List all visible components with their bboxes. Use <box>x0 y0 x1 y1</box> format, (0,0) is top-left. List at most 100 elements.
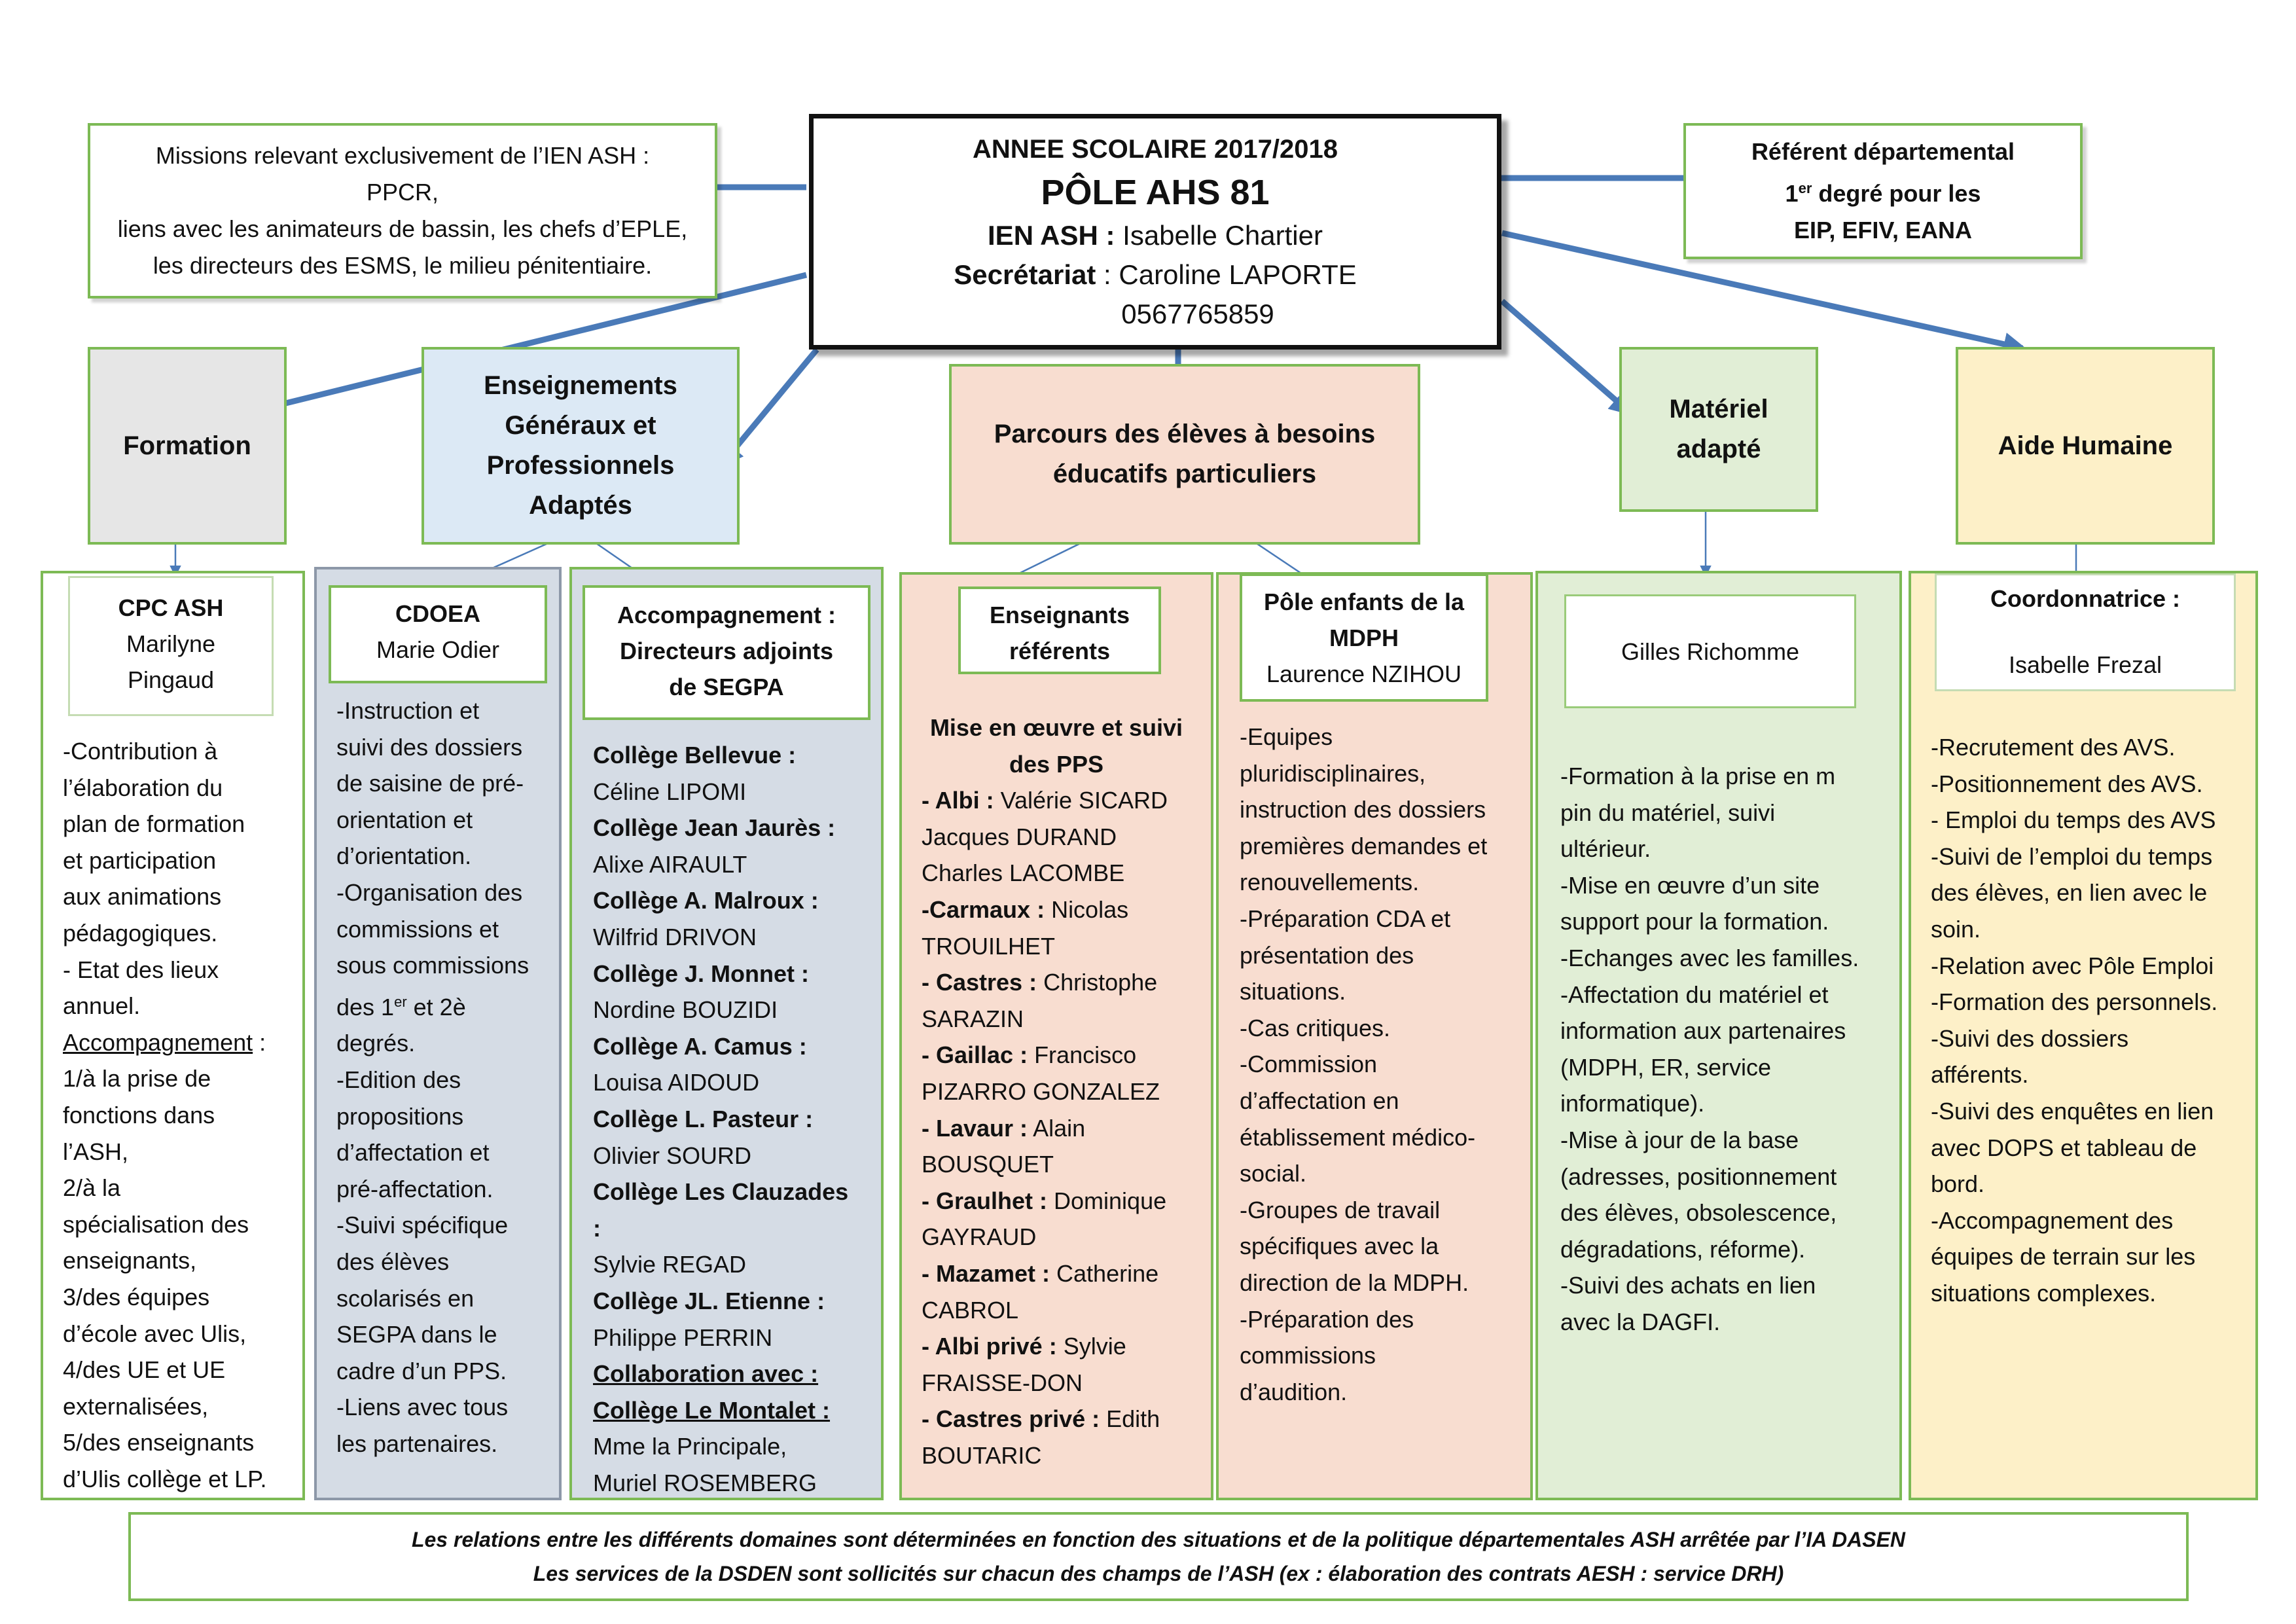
mdph-text-line: commissions <box>1240 1342 1376 1369</box>
referent-line: Référent départemental <box>1751 138 2015 165</box>
cpc-title: CPC ASH <box>118 594 224 621</box>
referent-name: Sylvie <box>1056 1333 1126 1360</box>
referent-row: - Castres : Christophe <box>922 964 1191 1001</box>
referent-row: SARAZIN <box>922 1001 1191 1038</box>
aide-text-line: -Suivi de l’emploi du temps <box>1931 842 2213 870</box>
segpa-person: Sylvie REGAD <box>593 1251 747 1278</box>
cpc-person: Marilyne <box>126 630 216 657</box>
mdph-text-line: social. <box>1240 1160 1307 1187</box>
cdoea-text-line: cadre d’un PPS. <box>336 1357 507 1384</box>
mdph-header: Pôle enfants de la MDPH Laurence NZIHOU <box>1240 573 1488 702</box>
cdoea-degree-post: et 2è <box>406 993 466 1020</box>
referents-intro: des PPS <box>1009 750 1104 778</box>
cpc-header: CPC ASH Marilyne Pingaud <box>68 576 274 716</box>
referent-name: Dominique <box>1047 1187 1167 1214</box>
referent-row: Jacques DURAND <box>922 819 1191 856</box>
referent-row: - Albi privé : Sylvie <box>922 1328 1191 1365</box>
referent-box: Référent départemental 1er degré pour le… <box>1683 123 2083 259</box>
segpa-person: Wilfrid DRIVON <box>593 923 757 950</box>
missions-line: PPCR, <box>366 179 439 206</box>
cpc-text-line: 4/des UE et UE <box>63 1356 226 1384</box>
referent-row: FRAISSE-DON <box>922 1365 1191 1401</box>
materiel-text-line: (adresses, positionnement <box>1560 1163 1837 1190</box>
cpc-text-line: 1/à la prise de <box>63 1065 211 1092</box>
cdoea-text-line: propositions <box>336 1102 464 1130</box>
referent-name: TROUILHET <box>922 932 1056 960</box>
arrow-to-aide <box>1501 230 2028 356</box>
column-mdph: -Equipes pluridisciplinaires, instructio… <box>1216 572 1533 1500</box>
referent-area: - Albi : <box>922 787 994 814</box>
phone: 0567765859 <box>1121 298 1274 329</box>
aide-text-line: - Emploi du temps des AVS <box>1931 806 2216 834</box>
cpc-person: Pingaud <box>127 666 215 693</box>
ien-line: IEN ASH : Isabelle Chartier <box>988 216 1323 255</box>
missions-line: Missions relevant exclusivement de l’IEN… <box>155 142 650 169</box>
referent-row: -Carmaux : Nicolas <box>922 892 1191 928</box>
aide-text-line: afférents. <box>1931 1061 2029 1089</box>
cdoea-text-line: degrés. <box>336 1030 416 1057</box>
cpc-accompagnement-colon: : <box>253 1028 266 1056</box>
cdoea-text-line: de saisine de pré- <box>336 770 524 797</box>
pole-title-box: ANNEE SCOLAIRE 2017/2018 PÔLE AHS 81 IEN… <box>809 114 1501 350</box>
cdoea-text-line: suivi des dossiers <box>336 733 523 761</box>
referent-name: GAYRAUD <box>922 1223 1037 1251</box>
aide-text-line: avec DOPS et tableau de <box>1931 1134 2197 1161</box>
category-aide-label: Aide Humaine <box>1998 431 2173 460</box>
aide-person: Isabelle Frezal <box>2008 651 2162 678</box>
cpc-text-line: -Contribution à <box>63 738 218 765</box>
column-cdoea: -Instruction et suivi des dossiers de sa… <box>314 567 562 1500</box>
ien-label: IEN ASH : <box>988 220 1115 251</box>
mdph-text-line: d’audition. <box>1240 1378 1348 1405</box>
school-year: ANNEE SCOLAIRE 2017/2018 <box>972 135 1338 164</box>
aide-text-line: équipes de terrain sur les <box>1931 1243 2196 1271</box>
referent-row: CABROL <box>922 1292 1191 1329</box>
referent-row: GAYRAUD <box>922 1219 1191 1255</box>
referent-name: BOUSQUET <box>922 1151 1054 1178</box>
missions-box: Missions relevant exclusivement de l’IEN… <box>88 123 717 298</box>
secretariat-name: : Caroline LAPORTE <box>1096 259 1357 290</box>
referent-name: Francisco <box>1028 1041 1137 1069</box>
cpc-text-line: 3/des équipes <box>63 1283 210 1310</box>
category-materiel: Matériel adapté <box>1619 347 1818 512</box>
materiel-person: Gilles Richomme <box>1621 638 1800 665</box>
segpa-header-line: Directeurs adjoints <box>619 638 834 664</box>
referent-name: Christophe <box>1037 969 1158 996</box>
category-parcours: Parcours des élèves à besoins éducatifs … <box>949 364 1420 545</box>
cdoea-text-line: des élèves <box>336 1248 450 1275</box>
materiel-text-line: information aux partenaires <box>1560 1017 1846 1045</box>
referent-area: - Mazamet : <box>922 1259 1050 1287</box>
mdph-text-line: -Groupes de travail <box>1240 1196 1441 1223</box>
referent-row: - Graulhet : Dominique <box>922 1183 1191 1219</box>
cdoea-text-line: -Suivi spécifique <box>336 1212 509 1239</box>
footer-line: Les relations entre les différents domai… <box>411 1528 1906 1551</box>
mdph-header-line: Pôle enfants de la <box>1263 588 1465 615</box>
referent-area: - Albi privé : <box>922 1333 1057 1360</box>
referent-name: PIZARRO GONZALEZ <box>922 1077 1160 1105</box>
category-aide: Aide Humaine <box>1956 347 2215 545</box>
mdph-text-line: renouvellements. <box>1240 869 1420 896</box>
category-formation: Formation <box>88 347 287 545</box>
referent-area: - Castres : <box>922 969 1037 996</box>
cdoea-text-line: -Edition des <box>336 1066 461 1093</box>
mdph-text-line: -Préparation CDA et <box>1240 905 1451 932</box>
mdph-text-line: situations. <box>1240 978 1346 1005</box>
referent-name: Charles LACOMBE <box>922 859 1125 887</box>
referent-name: Valérie SICARD <box>994 787 1168 814</box>
referent-name: BOUTARIC <box>922 1441 1042 1469</box>
aide-text-line: -Relation avec Pôle Emploi <box>1931 952 2214 979</box>
cdoea-text-line: -Organisation des <box>336 878 523 906</box>
category-egpa: Enseignements Généraux et Professionnels… <box>422 347 740 545</box>
segpa-person: Philippe PERRIN <box>593 1324 773 1351</box>
cpc-text-line: 5/des enseignants <box>63 1429 255 1456</box>
category-egpa-line: Généraux et <box>505 411 656 440</box>
referents-header-line: référents <box>1009 638 1111 664</box>
materiel-header: Gilles Richomme <box>1564 594 1856 708</box>
cdoea-text-line: SEGPA dans le <box>336 1321 497 1348</box>
mdph-text-line: -Cas critiques. <box>1240 1014 1391 1041</box>
referent-row: - Lavaur : Alain <box>922 1110 1191 1147</box>
mdph-text-line: présentation des <box>1240 941 1414 969</box>
category-egpa-line: Enseignements <box>484 371 677 400</box>
column-segpa: Collège Bellevue : Céline LIPOMI Collège… <box>569 567 884 1500</box>
cdoea-text-line: les partenaires. <box>336 1430 498 1457</box>
segpa-header-line: Accompagnement : <box>617 602 836 628</box>
